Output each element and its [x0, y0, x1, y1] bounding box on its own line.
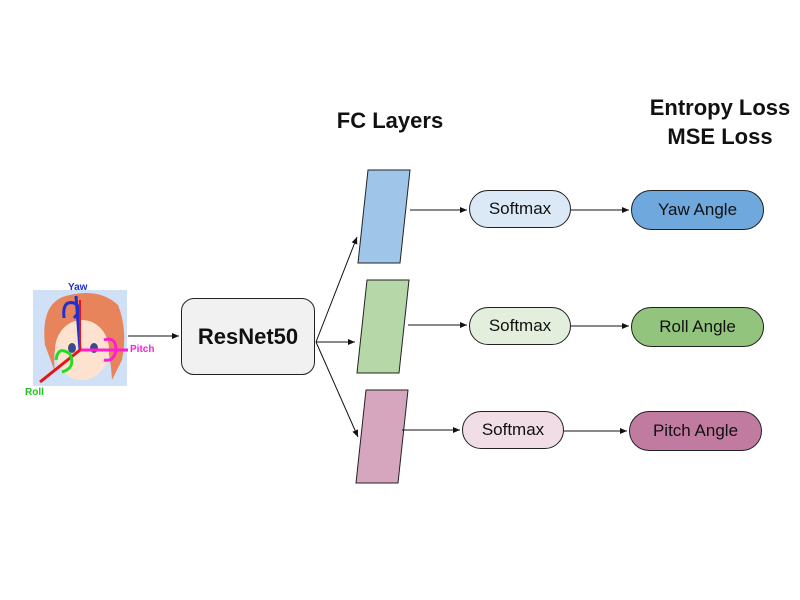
- softmax-roll: Softmax: [469, 307, 571, 345]
- roll-rotation-arrow: [54, 349, 74, 374]
- roll-angle-output: Roll Angle: [631, 307, 764, 347]
- softmax-pitch: Softmax: [462, 411, 564, 449]
- yaw-angle-output: Yaw Angle: [631, 190, 764, 230]
- fc-layer-pitch: [355, 389, 409, 484]
- yaw-axis-label: Yaw: [68, 282, 88, 293]
- yaw-rotation-arrow: [62, 301, 81, 320]
- fc-layers-heading: FC Layers: [336, 108, 444, 133]
- arrow-resnet-to-fc-yaw: [315, 236, 358, 343]
- arrow-resnet-to-fc-pitch: [315, 341, 359, 438]
- pitch-axis-label: Pitch: [130, 344, 154, 355]
- resnet50-block: ResNet50: [181, 298, 315, 375]
- pitch-angle-output: Pitch Angle: [629, 411, 762, 451]
- roll-axis-label: Roll: [25, 387, 44, 398]
- loss-heading-line1: Entropy Loss: [649, 95, 791, 120]
- pitch-rotation-arrow: [103, 337, 118, 362]
- loss-heading-line2: MSE Loss: [667, 124, 773, 149]
- softmax-yaw: Softmax: [469, 190, 571, 228]
- roll-axis-line: [39, 348, 81, 384]
- input-face-image: Yaw Pitch Roll: [25, 282, 154, 398]
- left-eye: [68, 343, 76, 353]
- fc-layer-roll: [356, 279, 410, 374]
- fc-layer-yaw: [357, 169, 411, 264]
